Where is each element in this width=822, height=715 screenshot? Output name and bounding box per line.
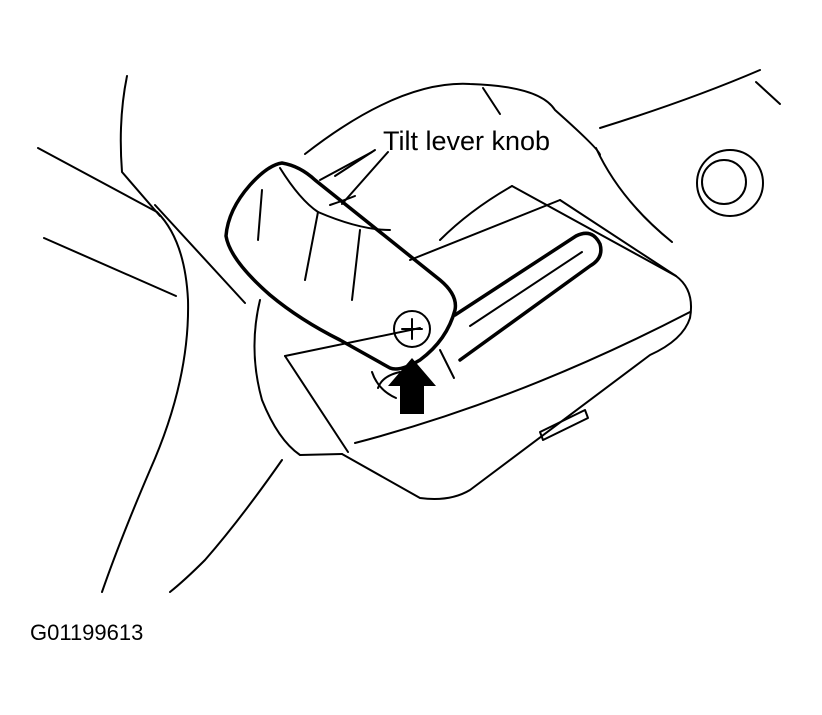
figure-id: G01199613 [30,620,143,645]
lever-slot [439,231,603,379]
phillips-screw-icon [393,310,431,348]
column-shroud-left [37,75,246,593]
tilt-lever-knob-label: Tilt lever knob [383,126,550,156]
up-arrow-icon [388,358,436,414]
callout-leaders [319,151,389,205]
tilt-lever-knob [224,161,458,399]
upper-panel [304,69,781,243]
lever-housing [169,185,692,593]
round-button [696,149,764,217]
